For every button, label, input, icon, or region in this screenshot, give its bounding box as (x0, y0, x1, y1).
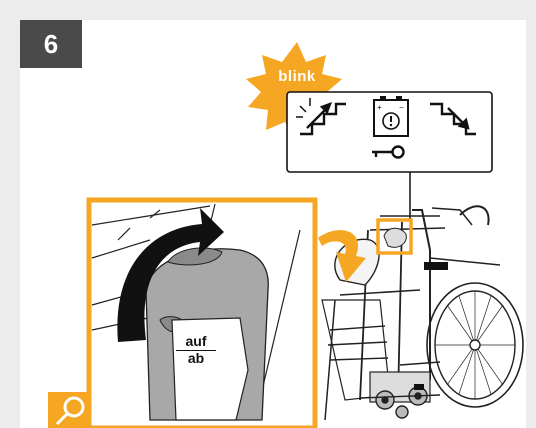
direction-label: auf ab (176, 334, 216, 366)
blink-label: blink (268, 68, 326, 85)
handle-detail (384, 228, 406, 247)
direction-label-up: auf (176, 334, 216, 349)
direction-label-down: ab (176, 350, 216, 366)
zoom-detail-panel (48, 200, 315, 428)
control-panel-box (287, 92, 492, 172)
step-number-badge: 6 (20, 20, 82, 68)
svg-text:−: − (399, 103, 404, 112)
svg-text:+: + (377, 103, 382, 112)
